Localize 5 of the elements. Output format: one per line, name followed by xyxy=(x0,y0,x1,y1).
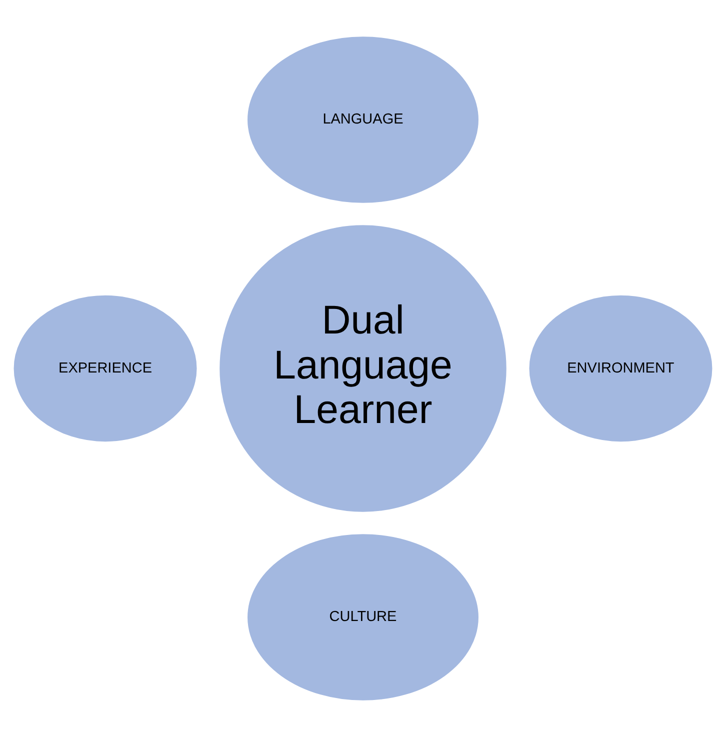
node-circle: Dual Language Learner xyxy=(217,222,509,514)
node-ellipse: ENVIRONMENT xyxy=(527,292,714,444)
node-ellipse: EXPERIENCE xyxy=(12,292,199,444)
node-ellipse: CULTURE xyxy=(245,531,481,702)
node-ellipse: LANGUAGE xyxy=(245,34,481,205)
